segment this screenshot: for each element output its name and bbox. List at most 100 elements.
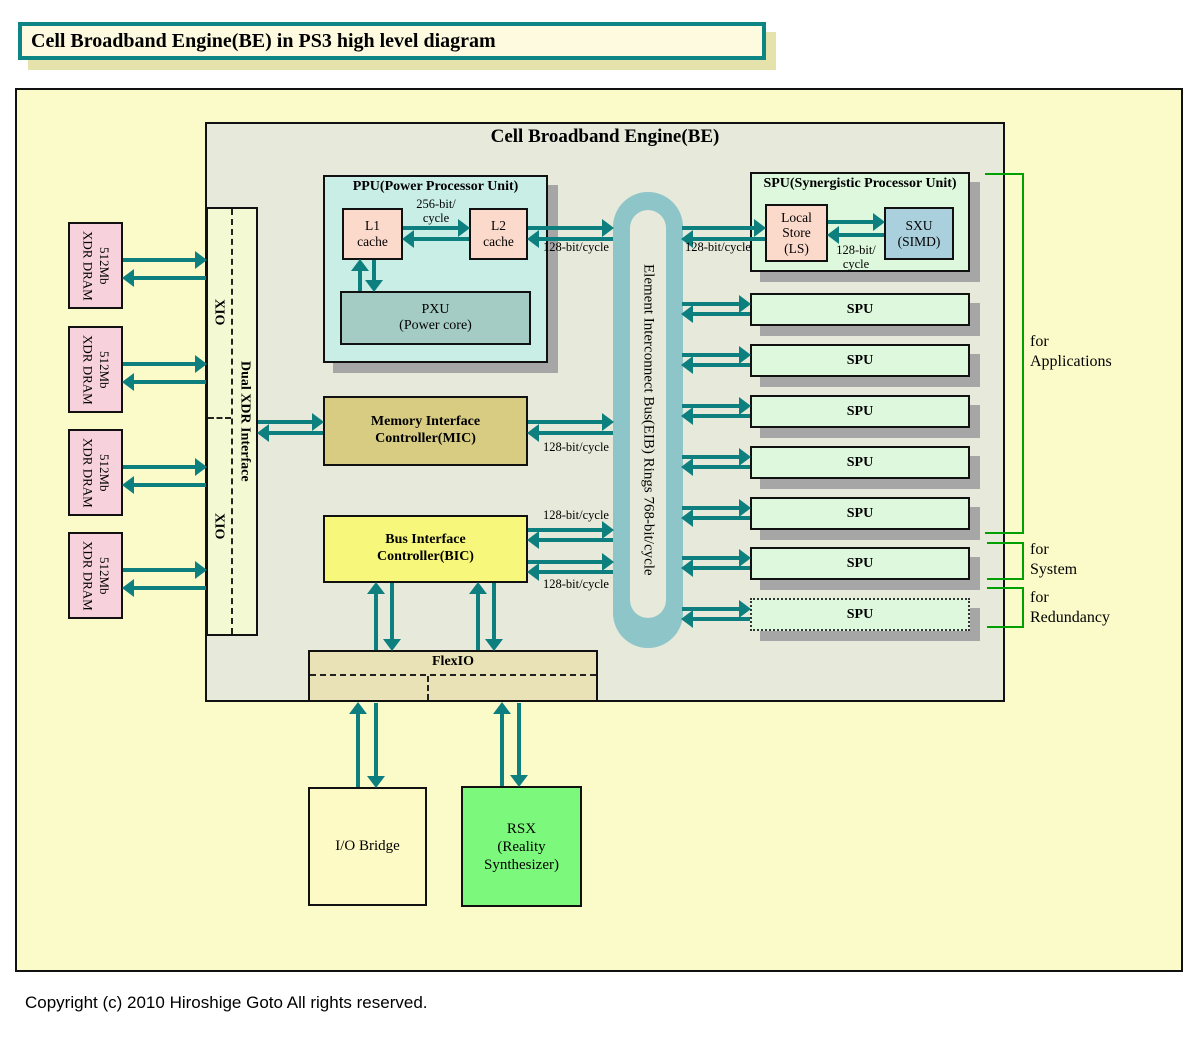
bandwidth-label-l1-l2: 256-bit/ cycle [416,197,456,225]
sxu-box: SXU (SIMD) [884,207,954,260]
spu-row: SPU [750,395,970,428]
group-label-applications: for Applications [1030,333,1112,371]
arrow-dram-to-xio [123,458,207,476]
arrow-bic-to-flexio [383,583,401,651]
bracket-redundancy [987,587,1024,628]
xio-bottom-region: XIO [206,417,231,636]
arrow-sxu-to-ls [827,226,884,244]
arrow-mic-to-xdr [257,424,323,442]
eib-label: Element Interconnect Bus(EIB) Rings 768-… [640,264,657,576]
group-label-redundancy: for Redundancy [1030,589,1110,627]
page-title-bar: Cell Broadband Engine(BE) in PS3 high le… [18,22,766,60]
rsx-box: RSX (Reality Synthesizer) [461,786,582,907]
arrow-eib-to-spu [682,549,751,567]
xio-top-region: XIO [206,207,231,417]
arrow-spu-to-eib [681,610,750,628]
l1-cache-box: L1 cache [342,208,403,260]
bracket-system [987,542,1024,580]
arrow-spu-to-eib [681,458,750,476]
arrow-dram-to-xio [123,355,207,373]
arrow-bic-to-eib [528,521,614,539]
xdr-dram-label: XDR DRAM 512Mb [80,437,112,508]
spu-row: SPU [750,293,970,326]
arrow-eib-to-spu [682,448,751,466]
arrow-dram-to-xio [123,251,207,269]
xdr-dram-label: XDR DRAM 512Mb [80,540,112,611]
xdr-dram-label: XDR DRAM 512Mb [80,230,112,301]
arrow-eib-to-spu [682,397,751,415]
local-store-box: Local Store (LS) [765,204,828,262]
arrow-flexio-to-bic [367,582,385,650]
arrow-eib-to-spu [682,600,751,618]
xio-top-label: XIO [211,298,227,326]
arrow-xio-to-dram [122,269,206,287]
l2-cache-box: L2 cache [469,208,528,260]
arrow-pxu-to-l1 [351,259,369,291]
copyright-text: Copyright (c) 2010 Hiroshige Goto All ri… [25,993,428,1012]
xio-bottom-label: XIO [211,513,227,540]
arrow-ls-to-eib [681,230,765,248]
bandwidth-label-mic-eib: 128-bit/cycle [543,440,609,454]
arrow-l2-to-l1 [402,230,469,248]
arrow-eib-to-bic [527,531,613,549]
arrow-spu-to-eib [681,305,750,323]
arrow-eib-to-spu [682,499,751,517]
arrow-eib-to-spu [682,346,751,364]
bracket-applications [985,173,1024,534]
eib-label-wrap: Element Interconnect Bus(EIB) Rings 768-… [613,192,683,648]
flexio-box [308,650,598,702]
flexio-divider-vertical [427,676,429,700]
arrow-xdr-to-mic [258,413,324,431]
mic-box: Memory Interface Controller(MIC) [323,396,528,466]
arrow-mic-to-eib [528,413,614,431]
arrow-eib-to-bic [527,563,613,581]
xdr-divider-vertical [231,209,233,634]
arrow-ls-to-sxu [828,213,885,231]
bandwidth-label-eib-ls: 128-bit/cycle [685,240,751,254]
arrow-l2-to-eib [528,219,614,237]
arrow-bic-to-flexio [485,583,503,651]
arrow-iobridge-to-flexio [349,702,367,787]
arrow-spu-to-eib [681,559,750,577]
spu-row: SPU [750,547,970,580]
arrow-rsx-to-flexio [493,702,511,786]
eib-ring-hole [630,210,666,618]
xio-divider-horizontal [208,417,231,419]
be-panel-title: Cell Broadband Engine(BE) [490,126,720,147]
arrow-spu-to-eib [681,407,750,425]
io-bridge-box: I/O Bridge [308,787,427,906]
arrow-flexio-to-rsx [510,703,528,787]
xdr-dram-label: XDR DRAM 512Mb [80,334,112,405]
flexio-label: FlexIO [432,654,474,669]
spu-row: SPU [750,344,970,377]
arrow-eib-to-mic [527,424,613,442]
xdr-dram-module: XDR DRAM 512Mb [68,532,123,619]
xdr-dram-module: XDR DRAM 512Mb [68,429,123,516]
arrow-xio-to-dram [122,579,206,597]
spu-row-redundant: SPU [750,598,970,631]
page-title: Cell Broadband Engine(BE) in PS3 high le… [31,29,496,52]
arrow-bic-to-eib [528,553,614,571]
arrow-xio-to-dram [122,476,206,494]
bandwidth-label-ls-sxu: 128-bit/ cycle [836,243,876,271]
spu-row: SPU [750,446,970,479]
spu-unit-title: SPU(Synergistic Processor Unit) [763,176,957,191]
arrow-eib-to-spu [682,295,751,313]
xdr-dram-module: XDR DRAM 512Mb [68,222,123,309]
arrow-dram-to-xio [123,561,207,579]
bandwidth-label-l2-eib: 128-bit/cycle [543,240,609,254]
bandwidth-label-bic-bottom: 128-bit/cycle [543,577,609,591]
flexio-divider-horizontal [310,674,596,676]
dual-xdr-label: Dual XDR Interface [237,361,253,482]
ppu-title: PPU(Power Processor Unit) [352,179,519,194]
bandwidth-label-bic-top: 128-bit/cycle [543,508,609,522]
arrow-l1-to-l2 [403,219,470,237]
bic-box: Bus Interface Controller(BIC) [323,515,528,583]
arrow-eib-to-l2 [527,230,613,248]
arrow-xio-to-dram [122,373,206,391]
group-label-system: for System [1030,541,1078,579]
arrow-flexio-to-bic [469,582,487,650]
spu-row: SPU [750,497,970,530]
arrow-flexio-to-iobridge [367,703,385,788]
arrow-l1-to-pxu [365,260,383,292]
